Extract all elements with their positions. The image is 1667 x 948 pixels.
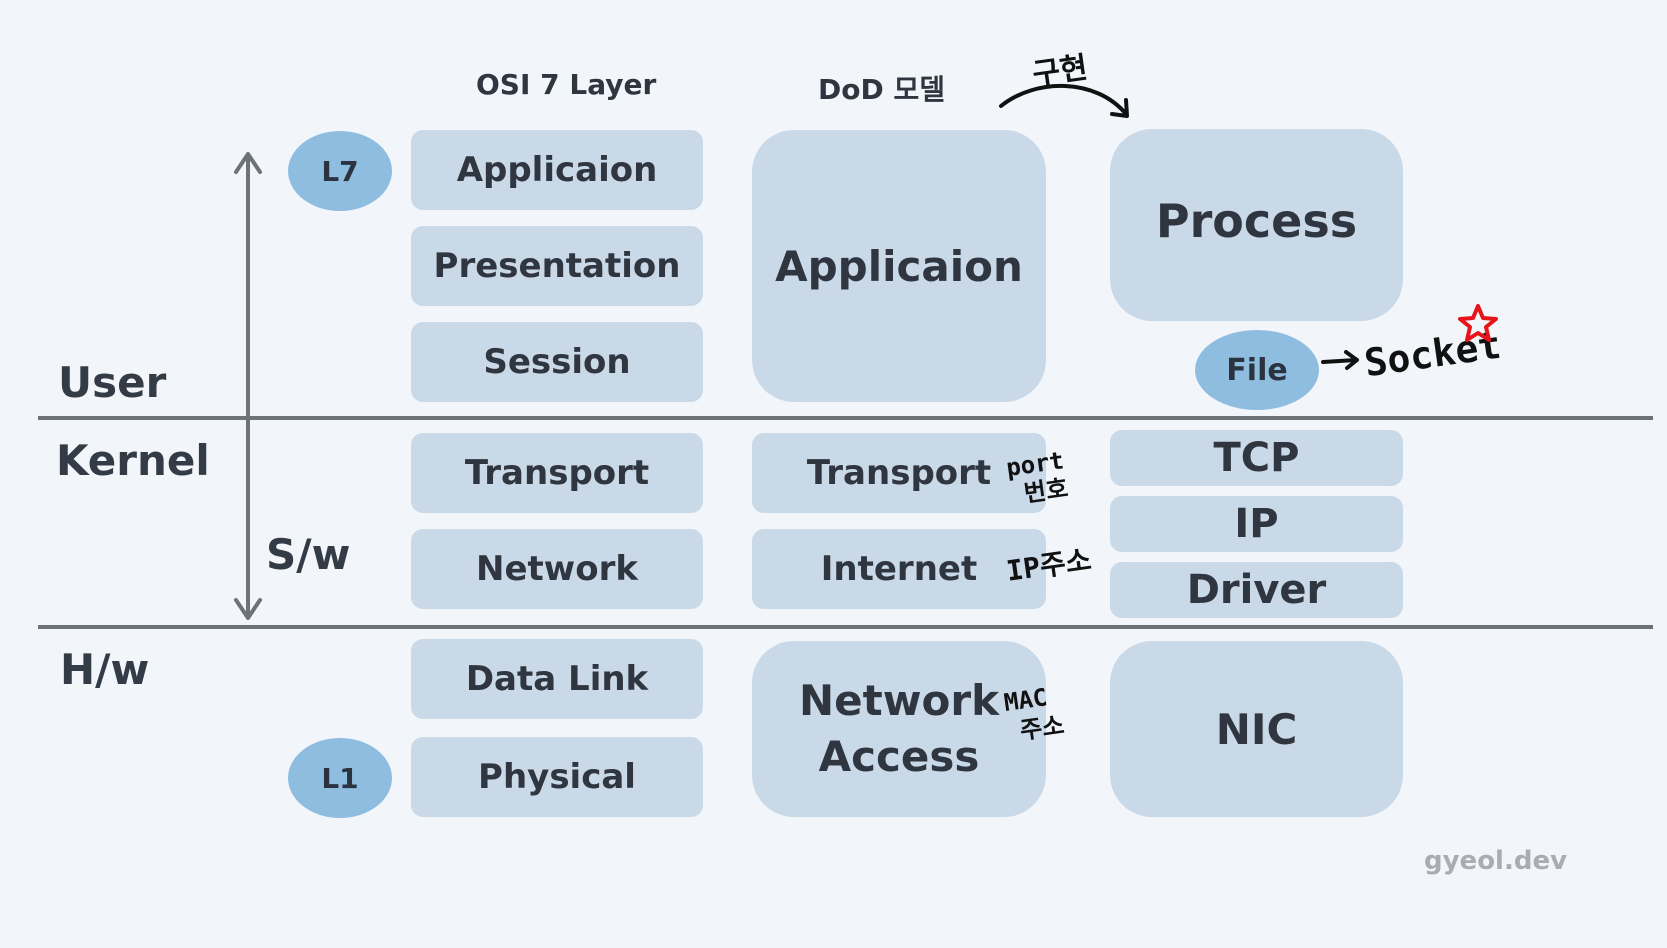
divider-kernel-hardware [38, 625, 1653, 629]
annotation-port: port 번호 [1004, 446, 1069, 510]
curved-arrow [999, 83, 1129, 118]
osi-application: Applicaion [411, 130, 703, 210]
osi-network: Network [411, 529, 703, 609]
dod-header: DoD 모델 [818, 73, 945, 106]
annotation-mac: MAC 주소 [1002, 680, 1066, 747]
impl-nic: NIC [1110, 641, 1403, 817]
divider-user-kernel [38, 416, 1653, 420]
osi-transport: Transport [411, 433, 703, 513]
watermark: gyeol.dev [1424, 846, 1568, 876]
osi-data-link: Data Link [411, 639, 703, 719]
dod-application: Applicaion [752, 130, 1046, 402]
impl-tcp: TCP [1110, 430, 1403, 486]
osi-physical: Physical [411, 737, 703, 817]
dod-internet: Internet [752, 529, 1046, 609]
dod-network-access: Network Access [752, 641, 1046, 817]
osi-presentation: Presentation [411, 226, 703, 306]
impl-process: Process [1110, 129, 1403, 321]
badge-l7: L7 [288, 131, 392, 211]
osi-session: Session [411, 322, 703, 402]
vertical-double-arrow [234, 152, 262, 620]
impl-file-badge: File [1195, 330, 1319, 410]
dod-network-access-line2: Access [818, 732, 980, 781]
zone-kernel: Kernel [56, 436, 210, 485]
zone-software: S/w [266, 530, 351, 579]
socket-arrow [1321, 350, 1359, 370]
zone-user: User [58, 358, 167, 407]
zone-hardware: H/w [60, 645, 150, 694]
impl-driver: Driver [1110, 562, 1403, 618]
osi-header: OSI 7 Layer [476, 68, 657, 101]
dod-network-access-line1: Network [798, 676, 999, 725]
badge-l1: L1 [288, 738, 392, 818]
impl-ip: IP [1110, 496, 1403, 552]
dod-transport: Transport [752, 433, 1046, 513]
star-icon [1458, 304, 1498, 342]
